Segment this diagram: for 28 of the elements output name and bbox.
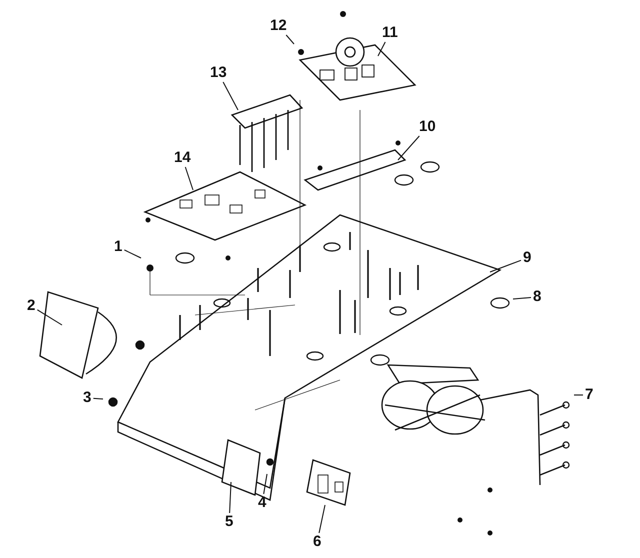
callout-number: 3 [82,390,92,406]
leader-line [184,166,194,190]
callout-number: 1 [113,239,124,255]
leader-line [574,394,584,396]
leader-line [490,260,522,272]
leader-line [36,309,62,326]
leader-line [286,34,294,44]
callout-number: 2 [26,298,36,314]
callout-number: 13 [209,65,228,81]
callout-number: 8 [532,289,542,305]
callout-number: 12 [269,18,288,34]
callout-number: 4 [257,495,268,511]
callout-number: 6 [312,534,322,550]
callout-number: 10 [418,119,437,135]
leader-line [398,136,420,160]
leader-line [263,474,268,494]
leader-line [378,42,386,56]
leader-line [222,82,238,110]
callout-number: 11 [381,25,399,41]
callout-number: 14 [173,150,192,166]
leader-line [229,482,232,514]
leader-line [124,249,142,258]
callout-number: 7 [584,387,594,403]
leader-line [512,297,532,300]
callout-number: 5 [224,514,234,530]
callout-number: 9 [522,250,532,266]
leader-line [318,504,326,534]
leader-line [92,398,104,400]
